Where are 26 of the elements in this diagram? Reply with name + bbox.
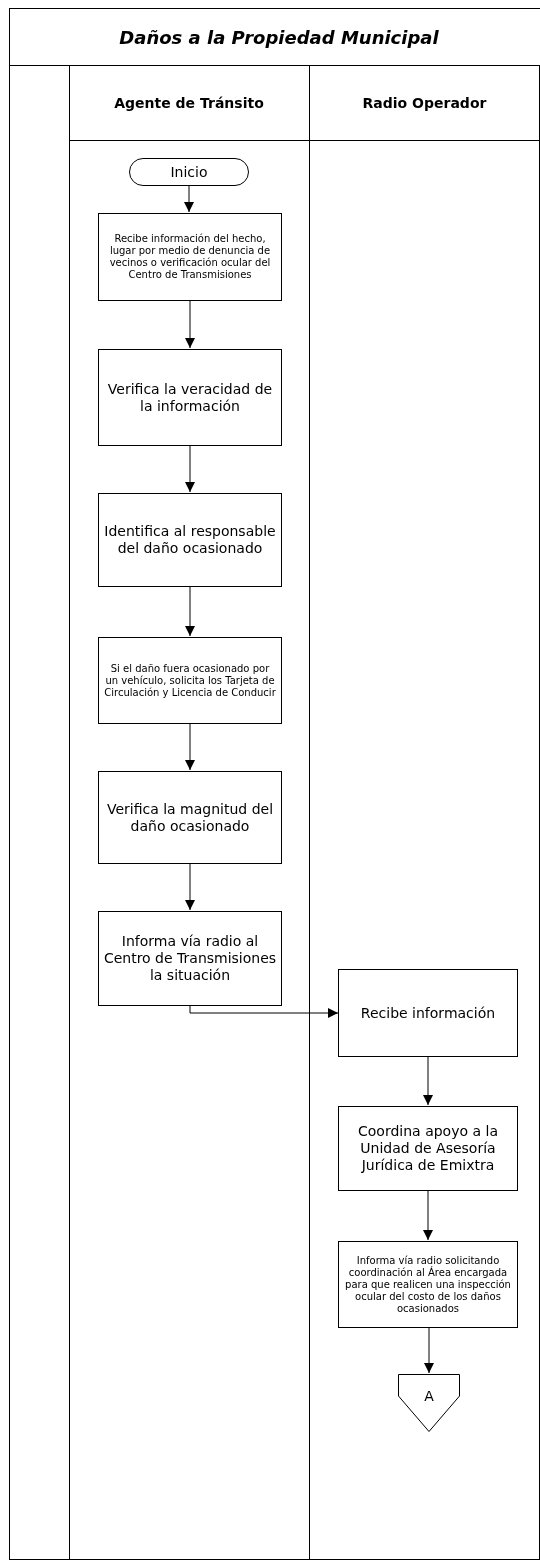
process-box: Verifica la magnitud del daño ocasionado: [98, 771, 282, 864]
process-box: Verifica la veracidad de la información: [98, 349, 282, 446]
arrow: [424, 1326, 434, 1374]
start-terminator: Inicio: [129, 158, 249, 186]
arrow: [185, 722, 195, 771]
process-box: Coordina apoyo a la Unidad de Asesoría Jurídica de Emixtra: [338, 1106, 518, 1191]
process-box: Recibe información del hecho, lugar por medio de denuncia de vecinos o verificación ocular del Centro de Transmisiones: [98, 213, 282, 301]
process-box: Informa vía radio solicitando coordinación al Área encargada para que realicen una inspección ocular del costo de los daños ocasionados: [338, 1241, 518, 1328]
arrow: [423, 1055, 433, 1106]
process-box: Identifica al responsable del daño ocasionado: [98, 493, 282, 587]
swimlane: [310, 65, 540, 1560]
process-box: Recibe información: [338, 969, 518, 1057]
arrow: [184, 184, 194, 213]
arrow: [185, 299, 195, 349]
process-box: Informa vía radio al Centro de Transmisiones la situación: [98, 911, 282, 1006]
lane-header: Agente de Tránsito: [114, 95, 264, 111]
diagram-title: Daños a la Propiedad Municipal: [9, 8, 540, 66]
arrow: [185, 585, 195, 637]
arrow: [423, 1189, 433, 1241]
offpage-connector: A: [398, 1374, 460, 1432]
arrow: [189, 1004, 339, 1018]
arrow: [185, 862, 195, 911]
process-box: Si el daño fuera ocasionado por un vehículo, solicita los Tarjeta de Circulación y Licencia de Conducir: [98, 637, 282, 724]
swimlane: [69, 65, 310, 1560]
lane-header: Radio Operador: [362, 95, 487, 111]
arrow: [185, 444, 195, 493]
